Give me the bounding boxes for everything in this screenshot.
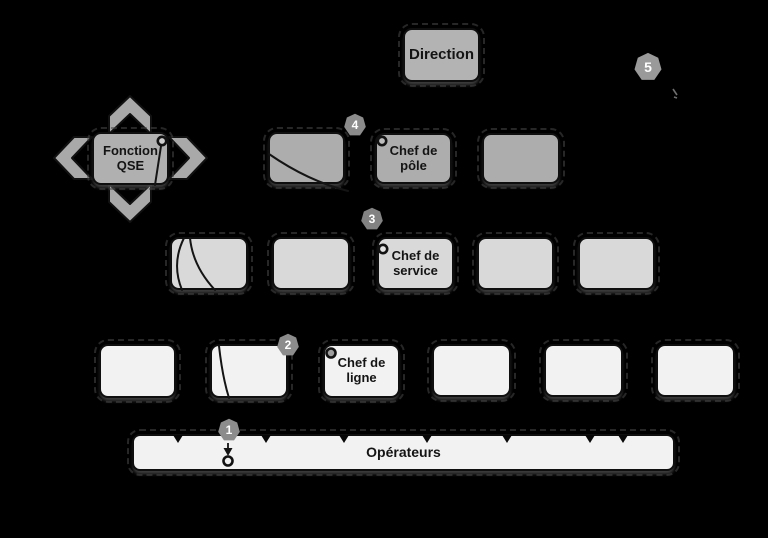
badge-4-number: 4	[351, 118, 359, 132]
service-box-4	[472, 232, 559, 295]
ligne-box-2	[205, 339, 293, 403]
pole-box-chef-de-pole: Chef de pôle	[370, 128, 457, 189]
small-artifact-mark	[672, 88, 678, 99]
chevron-right-icon	[168, 136, 208, 180]
pole-box-1	[263, 127, 350, 189]
service-box-chef-de-service: Chef de service	[372, 232, 459, 295]
ligne-box-chef-de-ligne: Chef de ligne	[318, 339, 405, 403]
chevron-left-icon	[53, 136, 93, 180]
service-box-2	[267, 232, 355, 295]
service-label: Chef de service	[391, 247, 440, 278]
ligne-box-1	[94, 339, 181, 403]
qse-box: Fonction QSE	[87, 127, 174, 190]
operators-label: Opérateurs	[366, 443, 441, 460]
badge-level-1: 1	[218, 418, 240, 441]
ligne-label: Chef de ligne	[337, 355, 386, 385]
direction-box: Direction	[398, 23, 485, 87]
badge-5-number: 5	[644, 59, 652, 75]
badge-1-number: 1	[225, 423, 233, 437]
chevron-down-icon	[108, 183, 152, 223]
badge-3-number: 3	[368, 212, 376, 226]
ligne-box-5	[539, 339, 628, 402]
pole-box-3	[477, 128, 565, 189]
direction-label: Direction	[409, 45, 475, 63]
ligne-box-6	[651, 339, 740, 402]
chevron-up-icon	[108, 95, 152, 135]
badge-2-number: 2	[284, 338, 292, 352]
badge-level-5: 5	[634, 52, 662, 80]
pole-label: Chef de pôle	[389, 142, 438, 173]
badge-level-3: 3	[361, 207, 383, 230]
badge-level-2: 2	[277, 333, 299, 356]
qse-label: Fonction QSE	[103, 142, 158, 173]
service-box-5	[573, 232, 660, 295]
service-box-1	[165, 232, 253, 295]
ligne-box-4	[427, 339, 516, 402]
operators-bar: Opérateurs	[127, 429, 680, 476]
badge-level-4: 4	[344, 113, 366, 136]
